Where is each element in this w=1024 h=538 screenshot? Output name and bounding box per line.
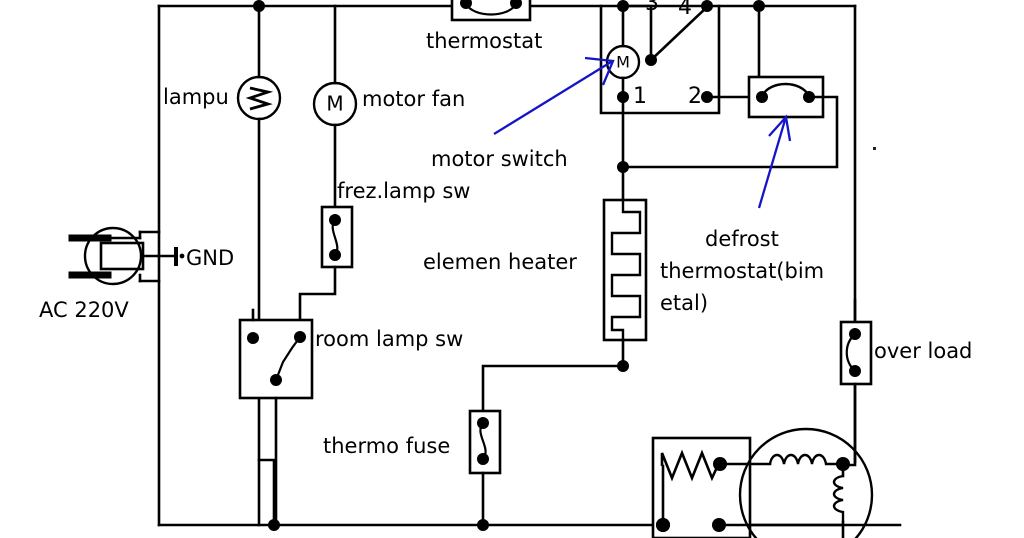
frez-lamp-switch[interactable] [298, 205, 354, 329]
lampu-label: lampu [163, 85, 229, 109]
start-winding-icon [832, 474, 845, 522]
lamp-filament-icon [245, 86, 274, 111]
thermostat-label: thermostat [426, 29, 542, 53]
thermostat-bimetal-blade-icon [465, 3, 517, 16]
motor-switch-label: motor switch [431, 147, 568, 171]
annotation-defrost-arrow [757, 114, 792, 209]
defrost-thermostat-return-wire [621, 95, 839, 169]
room-lamp-switch-blade-icon [274, 336, 301, 381]
plug-body-icon [83, 226, 143, 286]
defrost-thermostat-terminal-left [756, 91, 768, 103]
frez-lamp-sw-label: frez.lamp sw [337, 179, 470, 203]
lampu-branch [236, 0, 282, 531]
overload-to-compressor-wire [841, 460, 857, 467]
thermo-fuse [468, 364, 625, 531]
junction-dot [477, 519, 489, 531]
ground-dot-icon [179, 253, 185, 259]
annotation-motor-switch-arrow [493, 56, 615, 135]
motor-switch-contact-arm [649, 6, 708, 62]
motor-switch-bracket [621, 4, 653, 60]
junction-dot [253, 0, 265, 12]
thermo-fuse-in-wire [481, 364, 625, 413]
defrost-label-line3: etal) [660, 291, 708, 315]
room-lamp-sw-label: room lamp sw [315, 327, 463, 351]
run-winding-icon [768, 453, 838, 466]
room-lamp-switch-terminal-left [247, 332, 259, 344]
lamp-icon [236, 75, 282, 121]
elemen-heater-label: elemen heater [423, 250, 577, 274]
over-load-bimetal-icon [845, 333, 856, 372]
motor-switch-node-4 [701, 0, 713, 12]
terminal-4-label: 4 [678, 0, 692, 20]
defrost-label-line1: defrost [705, 227, 779, 251]
ac-source-label: AC 220V [39, 298, 129, 322]
plug-inner-body-icon [99, 241, 145, 271]
terminal-1-label: 1 [633, 84, 647, 109]
motor-switch-arrow-head [584, 56, 615, 86]
frez-lamp-switch-blade-icon [331, 219, 339, 256]
defrost-thermostat-bimetal-icon [760, 82, 811, 97]
defrost-arrow-head [768, 114, 792, 142]
compressor [717, 427, 874, 538]
gnd-label: GND [186, 246, 234, 270]
terminal-3-label: 3 [645, 0, 659, 16]
motor-switch-assembly[interactable]: M [599, 0, 751, 173]
thermostat[interactable] [450, 0, 532, 22]
terminal-2-label: 2 [688, 84, 702, 109]
ptc-resistor-icon [660, 449, 721, 482]
thermo-fuse-label: thermo fuse [323, 434, 450, 458]
motor-switch-glyph: M [616, 53, 630, 72]
thermo-fuse-element-icon [479, 422, 487, 460]
room-lamp-switch[interactable] [238, 308, 314, 527]
motor-fan-label: motor fan [362, 87, 465, 111]
over-load [839, 298, 873, 464]
frez-lamp-switch-out-wire [298, 265, 337, 329]
ac-plug-assembly [68, 226, 185, 286]
elemen-heater [602, 165, 648, 372]
image-speck [873, 147, 876, 150]
defrost-arrow-shaft [757, 119, 787, 209]
lampu-return-jog [257, 458, 276, 527]
ptc-relay [651, 436, 752, 538]
defrost-label-line2: thermostat(bim [660, 259, 824, 283]
junction-dot [656, 518, 670, 532]
ptc-relay-box [651, 436, 752, 538]
over-load-label: over load [874, 339, 972, 363]
motor-fan-glyph: M [326, 92, 343, 116]
compressor-outline-icon [738, 427, 874, 538]
heating-element-icon [610, 200, 642, 340]
motor-switch-arrow-shaft [493, 61, 612, 135]
defrost-thermostat[interactable] [621, 75, 839, 169]
motor-fan-branch: M [312, 4, 358, 209]
